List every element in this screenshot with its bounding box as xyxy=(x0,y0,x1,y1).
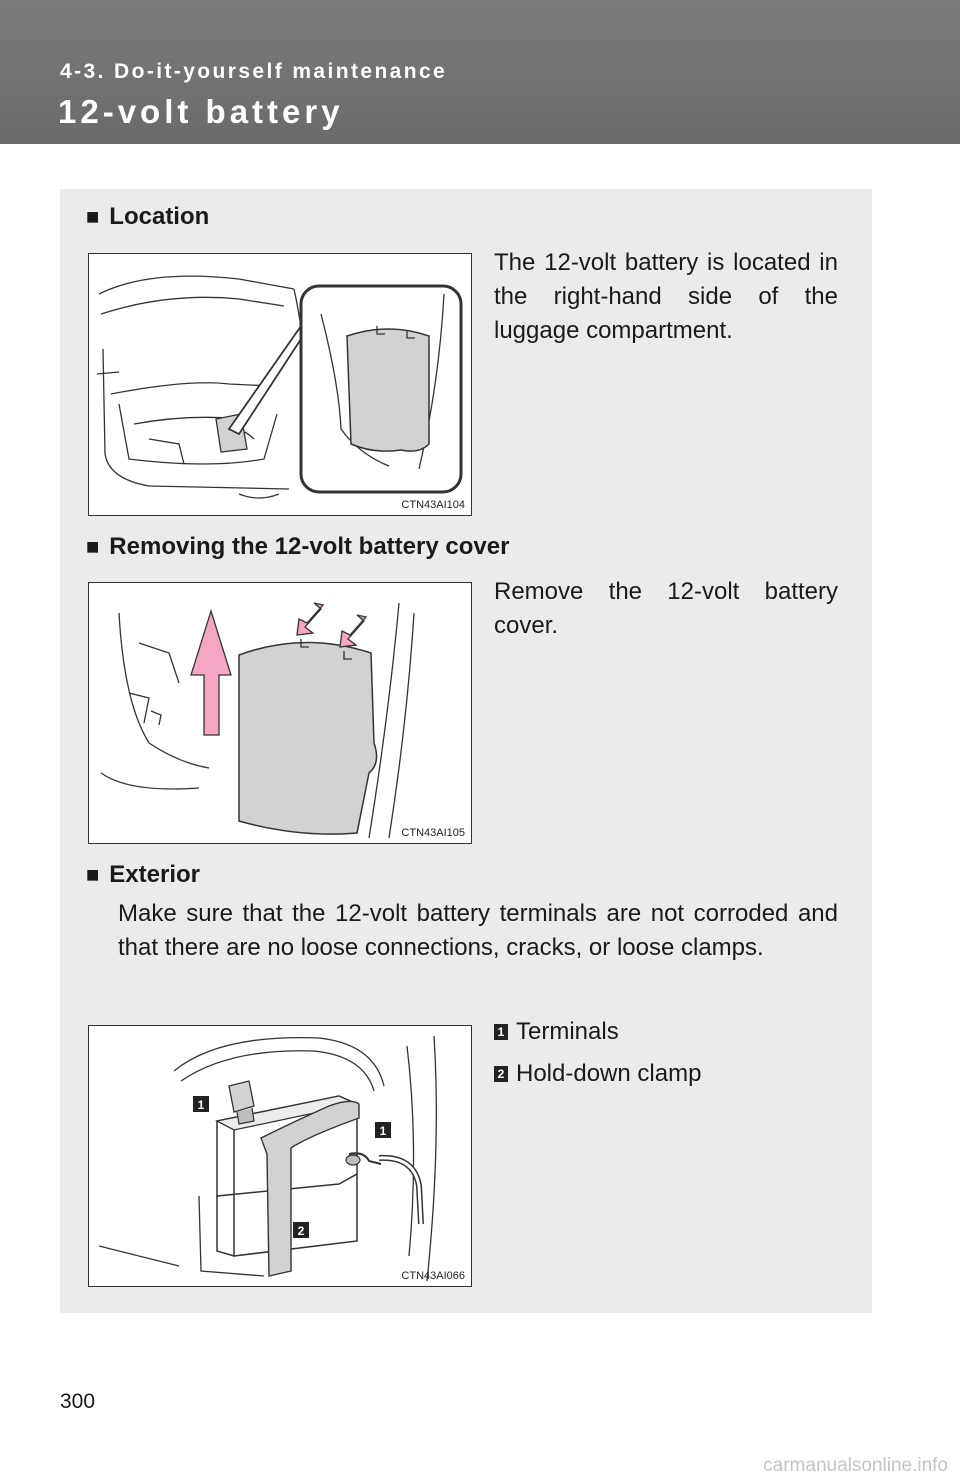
exterior-text: Make sure that the 12-volt battery termi… xyxy=(118,900,838,961)
figure-marker-1: 1 xyxy=(198,1098,205,1112)
watermark: carmanualsonline.info xyxy=(763,1455,948,1476)
heading-location: ■ Location xyxy=(86,203,209,231)
trunk-illustration xyxy=(96,275,463,499)
heading-marker: ■ xyxy=(86,862,100,887)
number-badge-1: 1 xyxy=(494,1024,508,1040)
figure-code: CTN43AI104 xyxy=(401,499,465,511)
legend-item-hold-down-clamp: 2 Hold-down clamp xyxy=(494,1060,701,1088)
page-number: 300 xyxy=(60,1390,96,1413)
location-text: The 12-volt battery is located in the ri… xyxy=(494,249,838,344)
removing-cover-text: Remove the 12-volt battery cover. xyxy=(494,578,838,639)
heading-removing-cover: ■ Removing the 12-volt battery cover xyxy=(86,533,509,561)
figure-code: CTN43AI105 xyxy=(401,827,465,839)
figure-marker-1: 1 xyxy=(380,1124,387,1138)
battery-illustration: 1 1 2 xyxy=(98,1035,437,1282)
figure-battery-exterior: 1 1 2 CTN43AI066 xyxy=(88,1025,472,1287)
heading-removing-cover-text: Removing the 12-volt battery cover xyxy=(109,533,510,560)
heading-marker: ■ xyxy=(86,204,100,229)
figure-trunk-location: CTN43AI104 xyxy=(88,253,472,516)
number-badge-2: 2 xyxy=(494,1066,508,1082)
cover-removal-illustration xyxy=(100,602,415,839)
page-header: 4-3. Do-it-yourself maintenance 12-volt … xyxy=(0,0,960,144)
legend-item-terminals: 1 Terminals xyxy=(494,1018,619,1046)
heading-marker: ■ xyxy=(86,534,100,559)
legend-label-terminals: Terminals xyxy=(516,1018,619,1045)
figure-marker-2: 2 xyxy=(298,1224,305,1238)
page-title: 12-volt battery xyxy=(58,93,344,130)
heading-location-text: Location xyxy=(109,203,210,230)
legend-label-hold-down-clamp: Hold-down clamp xyxy=(516,1060,702,1087)
section-label: 4-3. Do-it-yourself maintenance xyxy=(60,60,448,83)
heading-exterior: ■ Exterior xyxy=(86,861,200,889)
heading-exterior-text: Exterior xyxy=(109,861,200,888)
figure-remove-cover: CTN43AI105 xyxy=(88,582,472,844)
figure-code: CTN43AI066 xyxy=(401,1270,465,1282)
